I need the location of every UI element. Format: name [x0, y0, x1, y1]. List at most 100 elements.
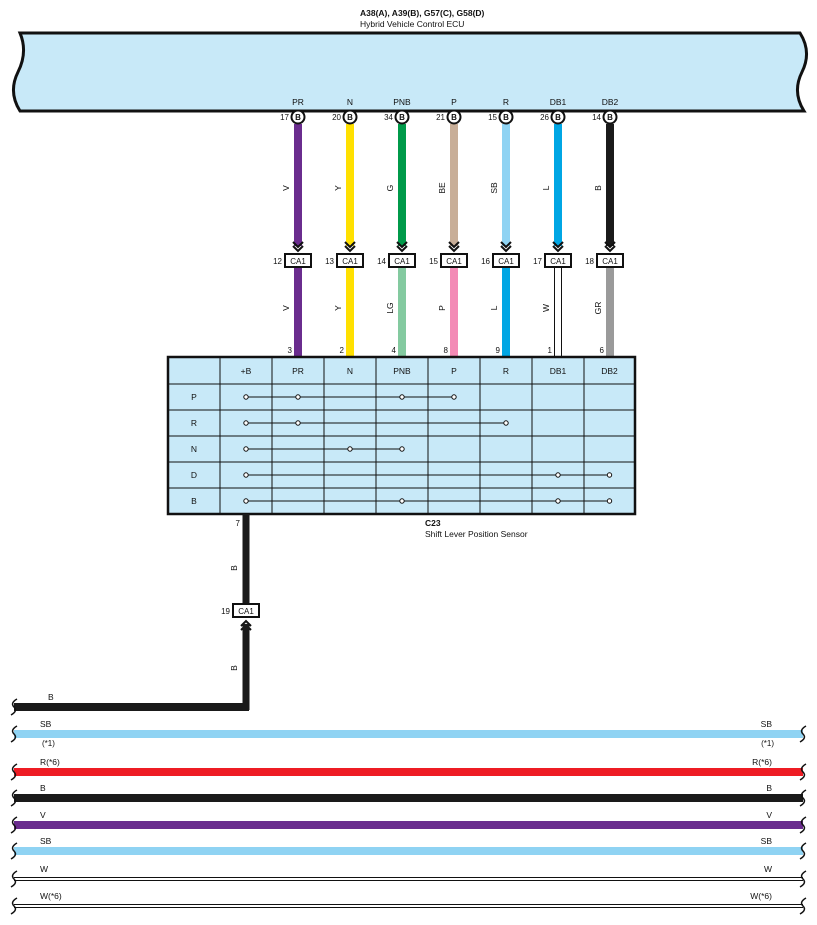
- continuity-dot: [243, 420, 249, 426]
- connector-arrow-stroke: [604, 245, 616, 253]
- ca-connector-box: [336, 253, 364, 268]
- ecu-pin-connector: B: [503, 113, 509, 122]
- continuity-dot: [399, 394, 405, 400]
- ecu-pin-circle: [550, 109, 566, 125]
- ecu-pin-number: 20: [332, 113, 341, 122]
- ecu-pin-circle: [342, 109, 358, 125]
- sensor-row-p: P: [191, 392, 457, 402]
- ecu-pin-connector: B: [451, 113, 457, 122]
- connector-arrow-stroke: [552, 241, 564, 249]
- continuity-dot: [295, 420, 301, 426]
- continuity-dot: [555, 498, 561, 504]
- ecu-pin-number: 15: [488, 113, 497, 122]
- sensor-table-grid: [168, 357, 635, 514]
- bus-break-right: [799, 763, 807, 781]
- continuity-dot: [606, 498, 613, 504]
- lower-color-label: V: [281, 305, 291, 311]
- sensor-header: DB2: [601, 366, 618, 376]
- bus-left-label: R(*6): [40, 757, 60, 767]
- ca-pin-number: 15: [429, 257, 438, 266]
- ecu-signal-label: DB2: [602, 97, 619, 107]
- bus-break-right: [799, 725, 807, 743]
- ca-connector-box: [596, 253, 624, 268]
- bus-right-label: SB: [761, 719, 773, 729]
- sensor-power-pin-number: 7: [236, 519, 241, 528]
- sensor-pin-number: 2: [340, 346, 345, 355]
- sensor-header: PNB: [393, 366, 411, 376]
- ca-connector-label: CA1: [342, 257, 358, 266]
- ca-connector-box: [492, 253, 520, 268]
- ground-ca-connector-box: [232, 603, 260, 618]
- sensor-pin-number: 9: [496, 346, 501, 355]
- upper-color-label: G: [385, 185, 395, 192]
- bus-left-label: V: [40, 810, 46, 820]
- bus-break-right: [799, 816, 807, 834]
- ecu-pin-connector: B: [295, 113, 301, 122]
- ecu-pin-circle: [446, 109, 462, 125]
- bus-right-label: W(*6): [750, 891, 772, 901]
- connector-arrow-stroke: [448, 241, 460, 249]
- continuity-dot: [399, 446, 405, 452]
- sensor-row-n: N: [191, 444, 405, 454]
- ground-lower-color-label: B: [229, 665, 239, 671]
- sensor-row-b: B: [191, 496, 613, 506]
- sensor-row-label: B: [191, 496, 197, 506]
- sensor-pin-number: 8: [444, 346, 449, 355]
- upper-color-label: BE: [437, 182, 447, 194]
- continuity-dot: [555, 472, 561, 478]
- ecu-pin-number: 26: [540, 113, 549, 122]
- bus-right-label: R(*6): [752, 757, 772, 767]
- connector-arrow-stroke: [396, 241, 408, 249]
- ecu-pin-circle: [290, 109, 306, 125]
- lower-color-label: P: [437, 305, 447, 311]
- connector-arrow: [552, 241, 564, 253]
- continuity-dot: [243, 446, 249, 452]
- ca-connector-label: CA1: [290, 257, 306, 266]
- ca-pin-number: 12: [273, 257, 282, 266]
- ca-connector-box: [388, 253, 416, 268]
- sensor-header: P: [451, 366, 457, 376]
- connector-arrow: [448, 241, 460, 253]
- continuity-dot: [399, 498, 405, 504]
- sensor-header: N: [347, 366, 353, 376]
- ecu-pin-circle: [602, 109, 618, 125]
- ground-upper-color-label: B: [229, 565, 239, 571]
- sensor-header: R: [503, 366, 509, 376]
- upper-color-label: Y: [333, 185, 343, 191]
- ground-ca-connector-label: CA1: [238, 607, 254, 616]
- sensor-row-label: R: [191, 418, 197, 428]
- bus-left-label: W: [40, 864, 48, 874]
- lower-color-label: GR: [593, 302, 603, 315]
- bus-r-2: R(*6) R(*6): [10, 757, 807, 781]
- lower-color-label: L: [489, 305, 499, 310]
- ecu-pin-number: 14: [592, 113, 601, 122]
- upper-color-label: V: [281, 185, 291, 191]
- ca-connector-box: [440, 253, 468, 268]
- bus-left-note: (*1): [42, 739, 55, 748]
- ecu-pin-circle: [498, 109, 514, 125]
- connector-arrow-stroke: [292, 241, 304, 249]
- ca-pin-number: 18: [585, 257, 594, 266]
- ca-pin-number: 16: [481, 257, 490, 266]
- continuity-dot: [503, 420, 509, 426]
- bus-right-label: V: [766, 810, 772, 820]
- ca-connector-box: [284, 253, 312, 268]
- ecu-connectors-label: A38(A), A39(B), G57(C), G58(D): [360, 8, 485, 18]
- bus-break-left: [10, 725, 18, 743]
- connector-arrow: [292, 241, 304, 253]
- continuity-dot: [606, 472, 613, 478]
- bus-break-left: [10, 789, 18, 807]
- sensor-header: DB1: [550, 366, 567, 376]
- connector-arrow: [396, 241, 408, 253]
